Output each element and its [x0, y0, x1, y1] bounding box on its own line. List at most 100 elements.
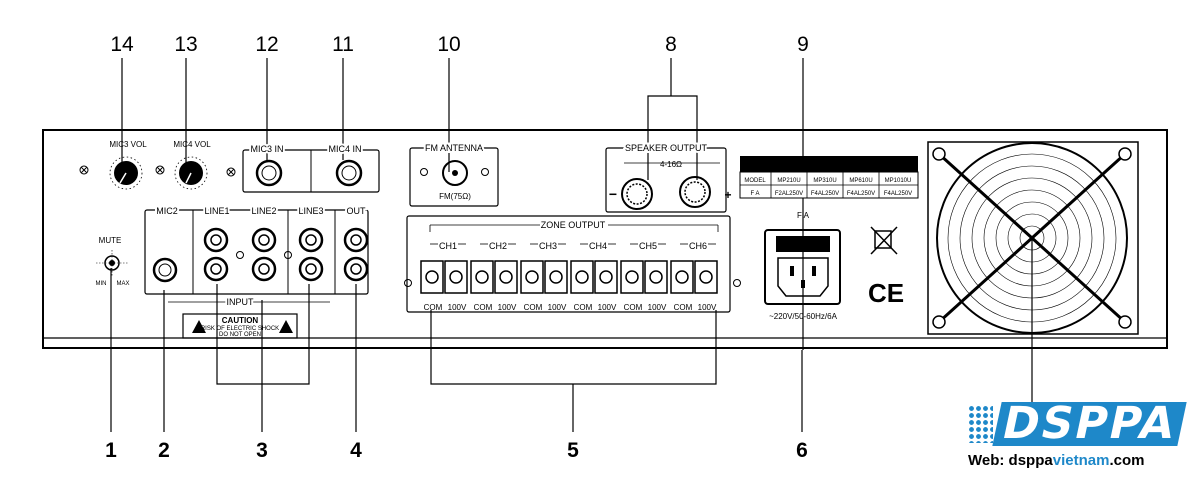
ch4-100v-terminal[interactable] [594, 260, 618, 294]
ch2-100v-label: 100V [498, 303, 517, 312]
brand-block: DSPPA Web: dsppavietnam.com [968, 398, 1187, 472]
ch1-label: CH1 [439, 241, 457, 251]
ch2-com-terminal[interactable] [470, 260, 494, 294]
ch3-com-terminal[interactable] [520, 260, 544, 294]
fuse-label: F A [797, 211, 810, 220]
mic-in-section: MIC3 IN MIC4 IN [242, 142, 380, 193]
fm-antenna-jack[interactable] [442, 160, 468, 186]
ch4-com-terminal[interactable] [570, 260, 594, 294]
logo-dot-grid [968, 405, 994, 443]
ch1-100v-terminal[interactable] [444, 260, 468, 294]
ch5-100v-terminal[interactable] [644, 260, 668, 294]
leader-lines [110, 58, 1033, 432]
mute-control[interactable]: MUTE MIN MAX [96, 236, 130, 287]
power-inlet[interactable]: F A ~220V/50-60Hz/6A [764, 211, 841, 321]
mic3-vol-label: MIC3 VOL [109, 140, 147, 149]
ch5-label: CH5 [639, 241, 657, 251]
fuse-val-mp210u: F2AL250V [775, 191, 803, 197]
fuse-val-mp310u: F4AL250V [811, 191, 839, 197]
zone-output-section: ZONE OUTPUT CH1 COM 100V CH2 COM 100V CH… [404, 215, 741, 313]
speaker-output-label: SPEAKER OUTPUT [625, 143, 708, 153]
logo-text: DSPPA [992, 398, 1187, 449]
ch4-com-label: COM [574, 303, 593, 312]
website-url[interactable]: Web: dsppavietnam.com [968, 452, 1182, 469]
callout-3: 3 [256, 439, 268, 462]
ch6-com-label: COM [674, 303, 693, 312]
fm-impedance-label: FM(75Ω) [439, 192, 471, 201]
callout-10: 10 [437, 33, 460, 56]
line1-rca-top[interactable] [203, 227, 229, 253]
line3-rca-bottom[interactable] [298, 256, 324, 282]
mic3-in-jack[interactable] [255, 159, 283, 187]
web-prefix: Web: dsppa [968, 452, 1053, 469]
line2-label: LINE2 [251, 206, 276, 216]
inputs-section: MIC2 LINE1 LINE2 LINE3 OUT INPUT [144, 204, 369, 309]
callout-12: 12 [255, 33, 278, 56]
mic3-vol-knob[interactable]: MIC3 VOL [79, 140, 165, 190]
fuse-col-mp210u: MP210U [777, 178, 800, 184]
ch5-100v-label: 100V [648, 303, 667, 312]
out-rca-bottom[interactable] [343, 256, 369, 282]
ch6-100v-terminal[interactable] [694, 260, 718, 294]
zone-ch5: CH5 COM 100V [620, 241, 668, 312]
input-group-label: INPUT [227, 297, 255, 307]
ch3-com-label: COM [524, 303, 543, 312]
line2-rca-bottom[interactable] [251, 256, 277, 282]
mic4-in-jack[interactable] [335, 159, 363, 187]
ch6-100v-label: 100V [698, 303, 717, 312]
out-rca-top[interactable] [343, 227, 369, 253]
callout-13: 13 [174, 33, 197, 56]
line3-rca-top[interactable] [298, 227, 324, 253]
ce-mark: CE [868, 278, 904, 308]
speaker-output-section: SPEAKER OUTPUT 4-16Ω − + [605, 141, 732, 213]
ch1-com-label: COM [424, 303, 443, 312]
ch5-com-terminal[interactable] [620, 260, 644, 294]
mute-label: MUTE [99, 236, 122, 245]
mic2-label: MIC2 [156, 206, 178, 216]
fuse-col-mp1010u: MP1010U [885, 178, 912, 184]
speaker-minus-terminal[interactable] [621, 178, 653, 210]
callout-8: 8 [665, 33, 677, 56]
callout-5: 5 [567, 439, 579, 462]
ch2-com-label: COM [474, 303, 493, 312]
fm-antenna-label: FM ANTENNA [425, 143, 483, 153]
fuse-row-label: F A [750, 191, 759, 197]
callout-2: 2 [158, 439, 170, 462]
ch1-100v-label: 100V [448, 303, 467, 312]
ch4-100v-label: 100V [598, 303, 617, 312]
callout-labels: 14 13 12 11 10 8 9 1 2 3 4 5 6 [105, 33, 809, 462]
ch2-100v-terminal[interactable] [494, 260, 518, 294]
ch3-100v-label: 100V [548, 303, 567, 312]
power-rating-label: ~220V/50-60Hz/6A [769, 312, 837, 321]
callout-4: 4 [350, 439, 362, 462]
fm-antenna-section: FM ANTENNA FM(75Ω) [409, 141, 499, 207]
mic4-in-label: MIC4 IN [328, 144, 361, 154]
fuse-col-mp310u: MP310U [813, 178, 836, 184]
weee-icon [870, 226, 898, 255]
speaker-plus-terminal[interactable] [679, 176, 711, 208]
callout-9: 9 [797, 33, 809, 56]
fan-grille [927, 141, 1139, 335]
line1-rca-bottom[interactable] [203, 256, 229, 282]
mic4-vol-knob[interactable]: MIC4 VOL [173, 140, 236, 190]
out-label: OUT [347, 206, 367, 216]
callout-14: 14 [110, 33, 134, 56]
mute-min-label: MIN [96, 281, 107, 287]
ch6-com-terminal[interactable] [670, 260, 694, 294]
ch1-com-terminal[interactable] [420, 260, 444, 294]
fuse-val-mp610u: F4AL250V [847, 191, 875, 197]
mic3-in-label: MIC3 IN [250, 144, 283, 154]
mic2-jack[interactable] [152, 257, 178, 283]
zone-ch1: CH1 COM 100V [420, 241, 468, 312]
fuse-col-mp610u: MP610U [849, 178, 872, 184]
line2-rca-top[interactable] [251, 227, 277, 253]
impedance-label: 4-16Ω [660, 160, 682, 169]
ch4-label: CH4 [589, 241, 607, 251]
mute-max-label: MAX [116, 281, 129, 287]
callout-1: 1 [105, 439, 117, 462]
ch3-100v-terminal[interactable] [544, 260, 568, 294]
zone-ch3: CH3 COM 100V [520, 241, 568, 312]
web-suffix: .com [1109, 452, 1145, 469]
callout-11: 11 [332, 33, 354, 56]
